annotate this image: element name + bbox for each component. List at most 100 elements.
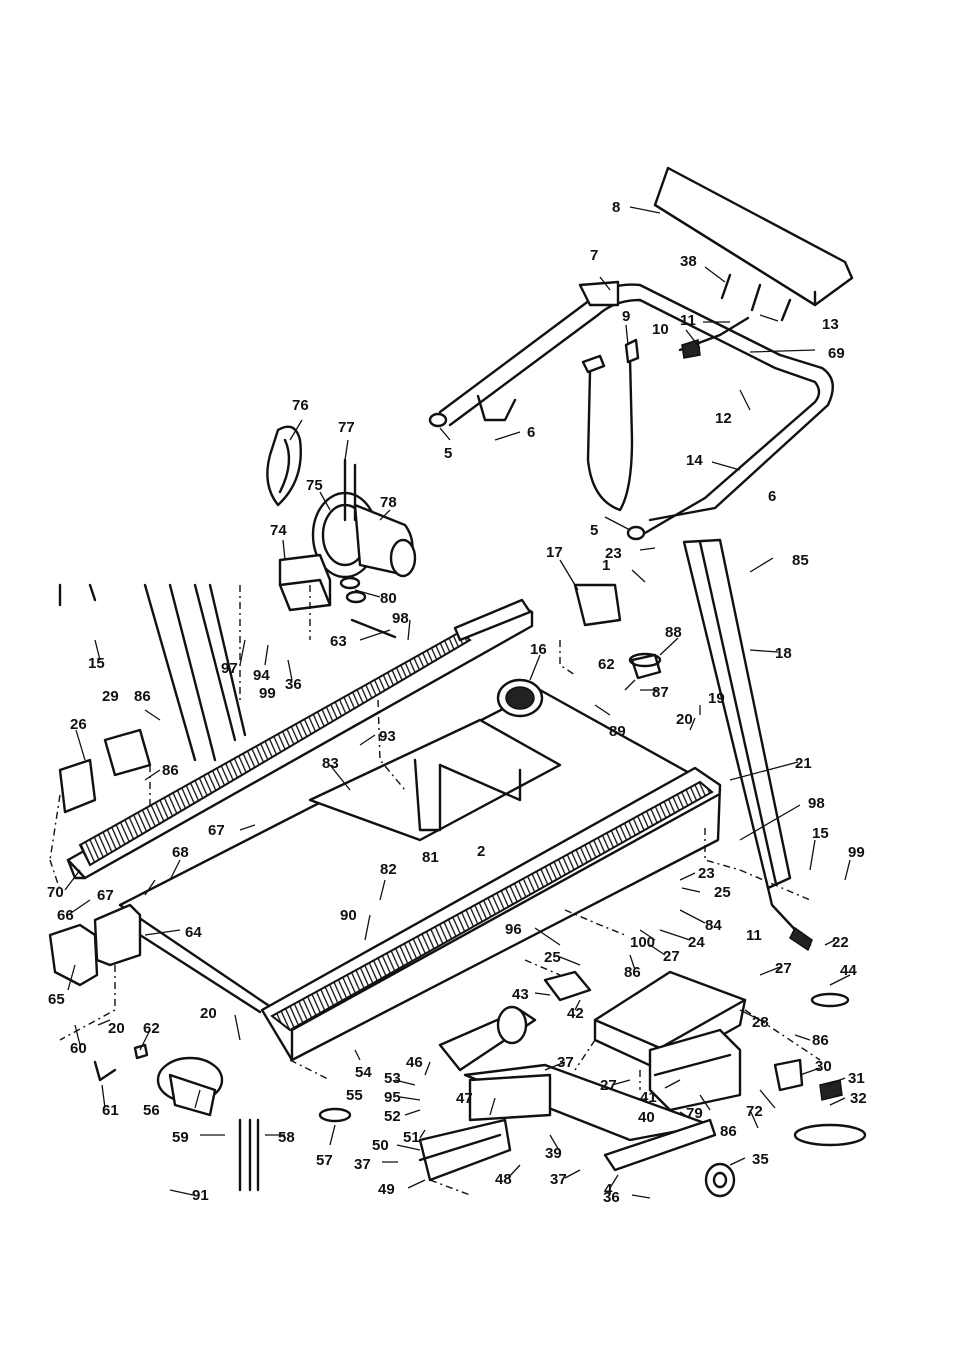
callout-53: 53 — [384, 1070, 401, 1087]
callout-10: 10 — [652, 321, 669, 338]
callout-39: 39 — [545, 1145, 562, 1162]
console-part — [653, 166, 854, 322]
callout-52: 52 — [384, 1108, 401, 1125]
callout-76: 76 — [292, 397, 309, 414]
callout-100: 100 — [630, 934, 655, 951]
callout-86c: 86 — [624, 964, 641, 981]
callout-30: 30 — [815, 1058, 832, 1075]
callout-19: 19 — [708, 690, 725, 707]
callout-86: 86 — [134, 688, 151, 705]
callout-84: 84 — [705, 917, 722, 934]
callout-56: 56 — [143, 1102, 160, 1119]
callout-67b: 67 — [97, 887, 114, 904]
callout-4: 4 — [604, 1181, 613, 1198]
callout-74: 74 — [270, 522, 287, 539]
callout-64: 64 — [185, 924, 202, 941]
callout-14: 14 — [686, 452, 703, 469]
callout-41: 41 — [640, 1089, 657, 1106]
incline-frame — [418, 1005, 736, 1198]
callout-79: 79 — [686, 1105, 703, 1122]
callout-96: 96 — [505, 921, 522, 938]
callout-57: 57 — [316, 1152, 333, 1169]
callout-63: 63 — [330, 633, 347, 650]
callout-9: 9 — [622, 308, 630, 325]
callout-49: 49 — [378, 1181, 395, 1198]
callout-50: 50 — [372, 1137, 389, 1154]
left-side-rail — [66, 598, 534, 880]
callout-77: 77 — [338, 419, 355, 436]
assembly-lines — [49, 585, 821, 1196]
walking-deck — [118, 678, 722, 1022]
callout-98b: 98 — [808, 795, 825, 812]
callout-86d: 86 — [812, 1032, 829, 1049]
callout-20c: 20 — [200, 1005, 217, 1022]
callout-8: 8 — [612, 199, 620, 216]
callout-6: 6 — [527, 424, 535, 441]
callout-37: 37 — [557, 1054, 574, 1071]
callout-66: 66 — [57, 907, 74, 924]
callout-37c: 37 — [550, 1171, 567, 1188]
callout-88: 88 — [665, 624, 682, 641]
callout-46: 46 — [406, 1054, 423, 1071]
callout-65: 65 — [48, 991, 65, 1008]
callout-18: 18 — [775, 645, 792, 662]
callout-11: 11 — [680, 312, 696, 329]
callout-55: 55 — [346, 1087, 363, 1104]
callout-83: 83 — [322, 755, 339, 772]
callout-1: 1 — [602, 557, 610, 574]
callout-27b: 27 — [775, 960, 792, 977]
callout-82: 82 — [380, 861, 397, 878]
callout-35: 35 — [752, 1151, 769, 1168]
callout-81: 81 — [422, 849, 439, 866]
callout-54: 54 — [355, 1064, 372, 1081]
callout-86e: 86 — [720, 1123, 737, 1140]
callout-62b: 62 — [143, 1020, 160, 1037]
callout-5: 5 — [444, 445, 452, 462]
callout-69: 69 — [828, 345, 845, 362]
callout-86b: 86 — [162, 762, 179, 779]
callout-21: 21 — [795, 755, 812, 772]
callout-91: 91 — [192, 1187, 209, 1204]
callout-23b: 23 — [698, 865, 715, 882]
callout-25: 25 — [714, 884, 731, 901]
callout-26: 26 — [70, 716, 87, 733]
callout-58: 58 — [278, 1129, 295, 1146]
callout-27: 27 — [663, 948, 680, 965]
callout-78: 78 — [380, 494, 397, 511]
part-callouts: 8 7 38 13 9 10 11 69 12 5 6 14 76 77 75 … — [47, 199, 867, 1206]
left-upright — [58, 583, 247, 762]
callout-24: 24 — [688, 934, 705, 951]
wire-harness — [581, 316, 750, 512]
callout-13: 13 — [822, 316, 839, 333]
callout-97: 97 — [221, 660, 238, 677]
callout-2: 2 — [477, 843, 485, 860]
callout-67: 67 — [208, 822, 225, 839]
callout-60: 60 — [70, 1040, 87, 1057]
callout-22: 22 — [832, 934, 849, 951]
callout-28: 28 — [752, 1014, 769, 1031]
front-roller-caps — [48, 903, 262, 1014]
callout-27c: 27 — [600, 1077, 617, 1094]
callout-20b: 20 — [108, 1020, 125, 1037]
callout-31: 31 — [848, 1070, 865, 1087]
callout-87: 87 — [652, 684, 669, 701]
callout-36b: 36 — [603, 1189, 620, 1206]
callout-44: 44 — [840, 962, 857, 979]
callout-48: 48 — [495, 1171, 512, 1188]
callout-11b: 11 — [746, 927, 762, 944]
callout-85: 85 — [792, 552, 809, 569]
callout-62: 62 — [598, 656, 615, 673]
callout-98: 98 — [392, 610, 409, 627]
callout-20: 20 — [676, 711, 693, 728]
callout-16: 16 — [530, 641, 547, 658]
callout-36: 36 — [285, 676, 302, 693]
callout-68: 68 — [172, 844, 189, 861]
callout-5b: 5 — [590, 522, 598, 539]
callout-70: 70 — [47, 884, 64, 901]
callout-99: 99 — [259, 685, 276, 702]
callout-15: 15 — [88, 655, 105, 672]
callout-17: 17 — [546, 544, 563, 561]
callout-75: 75 — [306, 477, 323, 494]
callout-94: 94 — [253, 667, 270, 684]
callout-23: 23 — [605, 545, 622, 562]
